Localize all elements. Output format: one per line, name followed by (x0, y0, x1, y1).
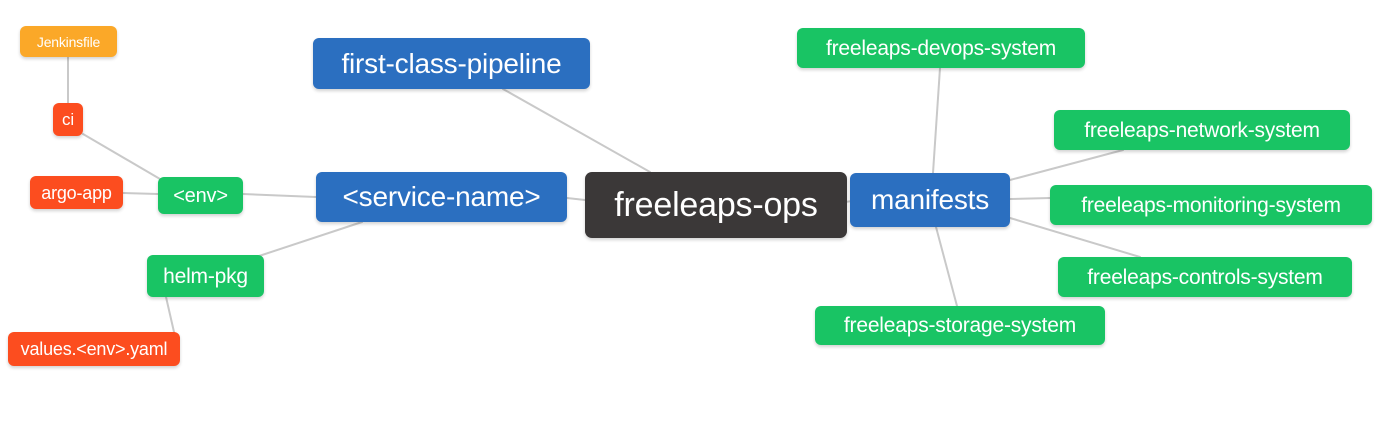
node-label-freeleaps-storage-system: freeleaps-storage-system (843, 314, 1077, 337)
node-label-service-name: <service-name> (342, 181, 541, 212)
node-label-freeleaps-network-system: freeleaps-network-system (1084, 118, 1320, 142)
node-argo-app[interactable]: argo-app (30, 176, 123, 209)
node-values-env-yaml[interactable]: values.<env>.yaml (8, 332, 180, 366)
node-label-helm-pkg: helm-pkg (163, 264, 248, 288)
node-label-env: <env> (173, 184, 228, 207)
node-label-manifests: manifests (870, 184, 990, 215)
node-freeleaps-monitoring-system[interactable]: freeleaps-monitoring-system (1050, 185, 1372, 225)
node-label-freeleaps-ops: freeleaps-ops (614, 186, 818, 224)
node-freeleaps-ops[interactable]: freeleaps-ops (585, 172, 847, 238)
node-freeleaps-devops-system[interactable]: freeleaps-devops-system (797, 28, 1085, 68)
node-ci[interactable]: ci (53, 103, 83, 136)
node-manifests[interactable]: manifests (850, 173, 1010, 227)
node-service-name[interactable]: <service-name> (316, 172, 567, 222)
node-jenkinsfile[interactable]: Jenkinsfile (20, 26, 117, 57)
node-env[interactable]: <env> (158, 177, 243, 214)
node-label-freeleaps-controls-system: freeleaps-controls-system (1087, 265, 1323, 289)
node-label-ci: ci (62, 110, 74, 129)
node-label-argo-app: argo-app (41, 182, 112, 203)
node-label-first-class-pipeline: first-class-pipeline (341, 47, 562, 79)
node-label-values-env-yaml: values.<env>.yaml (20, 339, 168, 359)
node-label-freeleaps-monitoring-system: freeleaps-monitoring-system (1081, 193, 1341, 217)
node-label-freeleaps-devops-system: freeleaps-devops-system (826, 36, 1056, 60)
node-freeleaps-network-system[interactable]: freeleaps-network-system (1054, 110, 1350, 150)
node-freeleaps-controls-system[interactable]: freeleaps-controls-system (1058, 257, 1352, 297)
node-freeleaps-storage-system[interactable]: freeleaps-storage-system (815, 306, 1105, 345)
node-label-jenkinsfile: Jenkinsfile (36, 33, 101, 50)
node-first-class-pipeline[interactable]: first-class-pipeline (313, 38, 590, 89)
node-helm-pkg[interactable]: helm-pkg (147, 255, 264, 297)
